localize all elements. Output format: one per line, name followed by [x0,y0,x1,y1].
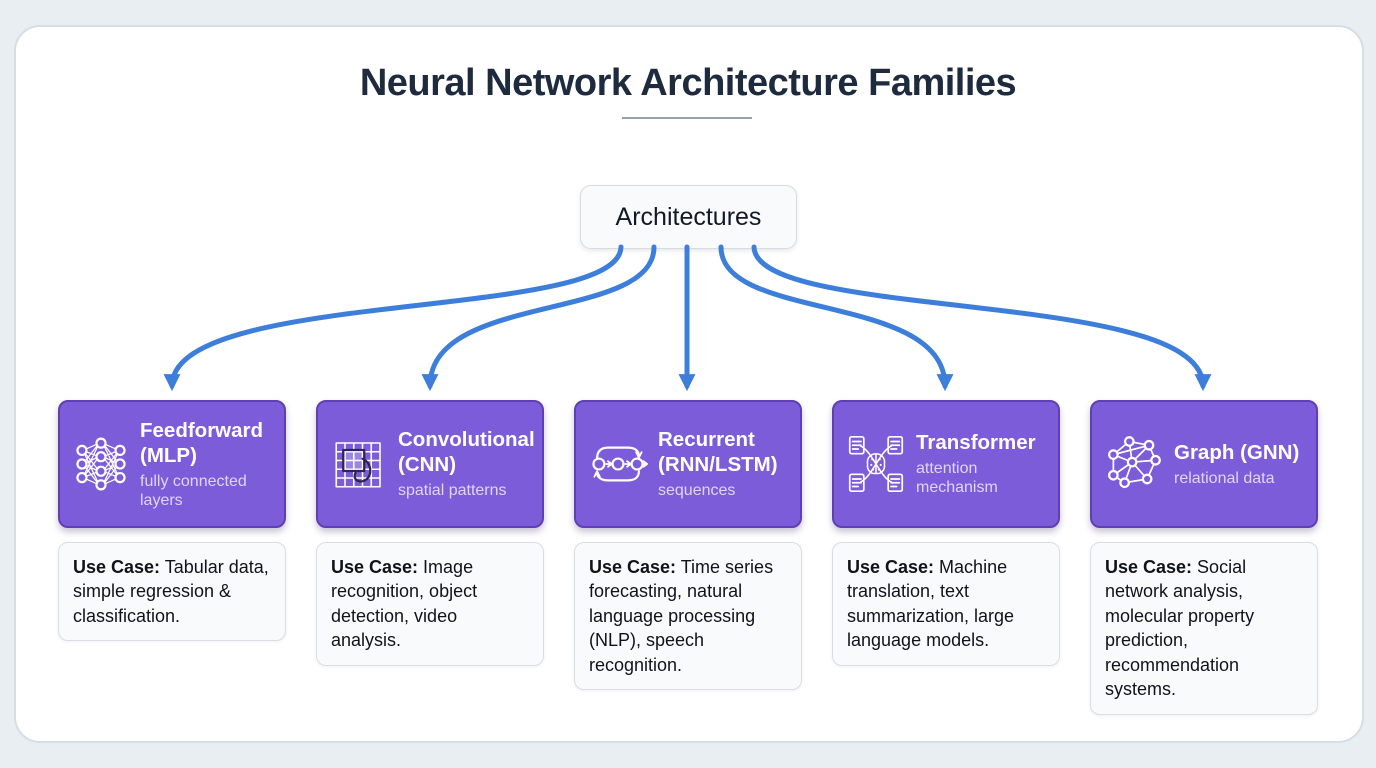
page-title: Neural Network Architecture Families [359,62,1017,104]
use-case-text: Time series forecasting, natural languag… [589,557,774,675]
gnn-graph-icon [1104,431,1164,497]
use-case-label: Use Case: [847,557,935,577]
family-node-transformer: Transformer attention mechanism [832,400,1060,528]
use-case-feedforward: Use Case: Tabular data, simple regressio… [58,542,286,642]
use-case-text: Social network analysis, molecular prope… [1105,557,1255,700]
use-case-label: Use Case: [73,557,161,577]
family-title: Graph (GNN) [1174,440,1300,464]
family-column-transformer: Transformer attention mechanism Use Case… [832,400,1060,666]
use-case-rnn: Use Case: Time series forecasting, natur… [574,542,802,691]
root-node-label: Architectures [615,202,762,231]
cnn-grid-icon [330,431,388,497]
family-title: Recurrent (RNN/LSTM) [658,428,778,477]
use-case-text: Image recognition, object detection, vid… [331,557,478,651]
family-subtitle: sequences [658,482,736,500]
family-title: Convolutional (CNN) [398,428,535,477]
family-node-cnn: Convolutional (CNN) spatial patterns [316,400,544,528]
family-node-rnn: Recurrent (RNN/LSTM) sequences [574,400,802,528]
family-node-feedforward: Feedforward (MLP) fully connected layers [58,400,286,528]
root-node-architectures: Architectures [580,185,797,249]
family-node-gnn: Graph (GNN) relational data [1090,400,1318,528]
family-title: Feedforward (MLP) [140,418,264,467]
use-case-transformer: Use Case: Machine translation, text summ… [832,542,1060,666]
family-subtitle: attention mechanism [916,460,998,496]
use-case-gnn: Use Case: Social network analysis, molec… [1090,542,1318,715]
family-column-rnn: Recurrent (RNN/LSTM) sequences Use Case:… [574,400,802,691]
use-case-cnn: Use Case: Image recognition, object dete… [316,542,544,666]
family-column-gnn: Graph (GNN) relational data Use Case: So… [1090,400,1318,715]
use-case-label: Use Case: [1105,557,1193,577]
use-case-text: Tabular data, simple regression & classi… [73,557,269,626]
use-case-label: Use Case: [589,557,677,577]
family-subtitle: fully connected layers [140,472,247,509]
use-case-label: Use Case: [331,557,419,577]
title-underline [622,117,752,119]
use-case-text: Machine translation, text summarization,… [847,557,1015,651]
rnn-loop-icon [588,431,648,497]
transformer-attention-icon [846,431,906,497]
family-title: Transformer [916,431,1036,455]
mlp-network-icon [72,431,130,497]
family-column-cnn: Convolutional (CNN) spatial patterns Use… [316,400,544,666]
family-subtitle: relational data [1174,469,1275,487]
family-column-feedforward: Feedforward (MLP) fully connected layers… [58,400,286,642]
family-subtitle: spatial patterns [398,482,507,500]
